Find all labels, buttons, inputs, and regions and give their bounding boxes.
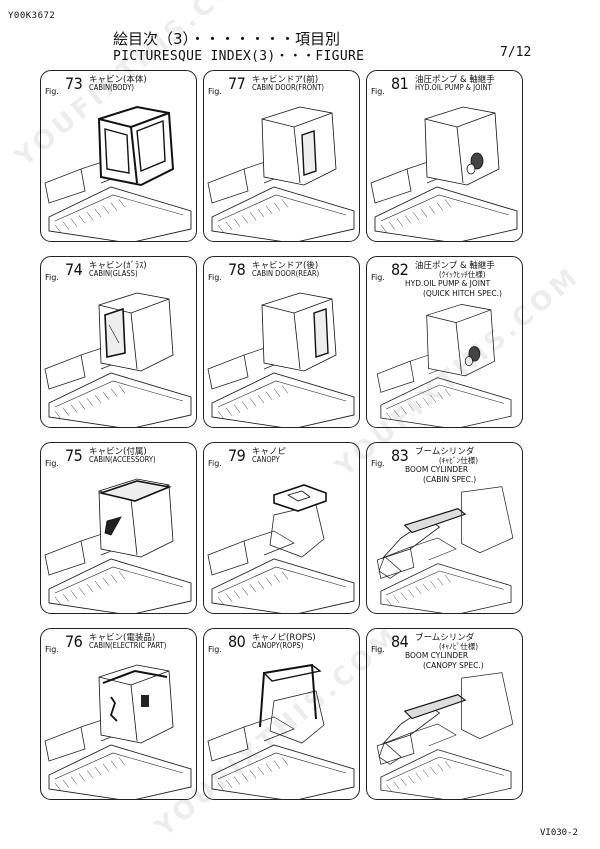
figure-cell: Fig. 83 ブームシリンダ(ｷｬﾋﾞﾝ仕様)BOOM CYLINDER(CABI… xyxy=(366,442,523,614)
figure-title-jp: 油圧ポンプ & 軸継手 xyxy=(415,261,495,271)
figure-prefix: Fig. xyxy=(371,645,385,654)
figure-subtitle: HYD.OIL PUMP & JOINT xyxy=(405,279,491,288)
figure-title-en: CANOPY xyxy=(252,455,280,464)
figure-prefix: Fig. xyxy=(208,273,222,282)
figure-title-en: HYD.OIL PUMP & JOINT xyxy=(415,83,492,92)
part-illustration xyxy=(44,478,192,613)
figure-subtitle: (CANOPY SPEC.) xyxy=(423,661,484,670)
figure-number: 76 xyxy=(65,632,83,651)
figure-title-jp: ブームシリンダ xyxy=(415,447,475,457)
figure-number: 73 xyxy=(65,74,83,93)
figure-cell: Fig. 76 キャビン(電装品)CABIN(ELECTRIC PART) xyxy=(40,628,197,800)
figure-number: 74 xyxy=(65,260,83,279)
figure-title-jp: ブームシリンダ xyxy=(415,633,475,643)
figure-title-en: (ｸｲｯｸﾋｯﾁ仕様) xyxy=(439,270,486,279)
part-illustration xyxy=(44,664,192,799)
figure-cell: Fig. 77 キャビンドア(前)CABIN DOOR(FRONT) xyxy=(203,70,360,242)
figure-cell: Fig. 80 キャノピ(ROPS)CANOPY(ROPS) xyxy=(203,628,360,800)
document-code: Y00K3672 xyxy=(8,11,56,21)
figure-title-jp: キャノピ xyxy=(252,447,287,457)
figure-cell: Fig. 73 キャビン(本体)CABIN(BODY) xyxy=(40,70,197,242)
figure-subtitle: BOOM CYLINDER xyxy=(405,465,469,474)
figure-number: 80 xyxy=(228,632,246,651)
figure-prefix: Fig. xyxy=(208,645,222,654)
figure-subtitle: BOOM CYLINDER xyxy=(405,651,469,660)
figure-number: 77 xyxy=(228,74,246,93)
figure-title-en: CABIN(ACCESSORY) xyxy=(89,455,156,464)
figure-title-en: CABIN(BODY) xyxy=(89,83,134,92)
part-illustration xyxy=(44,105,192,241)
figure-title-en: CABIN(GLASS) xyxy=(89,269,138,278)
figure-subtitle: (CABIN SPEC.) xyxy=(423,475,477,484)
part-illustration xyxy=(376,303,512,427)
figure-prefix: Fig. xyxy=(208,87,222,96)
figure-cell: Fig. 74 キャビン(ｶﾞﾗｽ)CABIN(GLASS) xyxy=(40,256,197,428)
figure-title-jp: キャビン(付属) xyxy=(89,447,147,457)
figure-title-jp: キャビン(本体) xyxy=(89,75,147,85)
figure-title-jp: キャビンドア(後) xyxy=(252,261,319,271)
figure-title-en: (ｷｬﾋﾞﾝ仕様) xyxy=(439,456,479,465)
figure-title-jp: キャノピ(ROPS) xyxy=(252,633,316,643)
part-illustration xyxy=(207,106,355,241)
figure-prefix: Fig. xyxy=(45,87,59,96)
figure-cell: Fig. 82 油圧ポンプ & 軸継手(ｸｲｯｸﾋｯﾁ仕様)HYD.OIL PUMP… xyxy=(366,256,523,428)
figure-title-en: CABIN DOOR(REAR) xyxy=(252,269,320,278)
figure-title-en: CABIN(ELECTRIC PART) xyxy=(89,641,167,650)
figure-prefix: Fig. xyxy=(45,459,59,468)
page-title-jp: 絵目次（3）・・・・・・・項目別 xyxy=(113,30,341,48)
part-illustration xyxy=(44,292,192,427)
figure-number: 79 xyxy=(228,446,246,465)
figure-title-jp: キャビン(電装品) xyxy=(89,633,156,643)
figure-number: 78 xyxy=(228,260,246,279)
figure-cell: Fig. 75 キャビン(付属)CABIN(ACCESSORY) xyxy=(40,442,197,614)
figure-number: 81 xyxy=(391,74,409,93)
part-illustration xyxy=(207,663,355,799)
figure-cell: Fig. 84 ブームシリンダ(ｷｬﾉﾋﾟ仕様)BOOM CYLINDER(CANO… xyxy=(366,628,523,800)
page-number: 7/12 xyxy=(500,45,532,60)
figure-prefix: Fig. xyxy=(45,645,59,654)
part-illustration xyxy=(376,486,514,613)
part-illustration xyxy=(376,672,514,799)
figure-number: 82 xyxy=(391,260,409,279)
figure-prefix: Fig. xyxy=(371,87,385,96)
footer-code: VI030-2 xyxy=(540,828,578,838)
figure-title-jp: キャビン(ｶﾞﾗｽ) xyxy=(89,261,147,271)
figure-subtitle: (QUICK HITCH SPEC.) xyxy=(423,289,502,298)
figure-prefix: Fig. xyxy=(208,459,222,468)
figure-number: 83 xyxy=(391,446,409,465)
figure-cell: Fig. 78 キャビンドア(後)CABIN DOOR(REAR) xyxy=(203,256,360,428)
figure-title-jp: 油圧ポンプ & 軸継手 xyxy=(415,75,495,85)
figure-title-jp: キャビンドア(前) xyxy=(252,75,319,85)
figure-prefix: Fig. xyxy=(371,459,385,468)
figure-number: 75 xyxy=(65,446,83,465)
part-illustration xyxy=(207,292,355,427)
part-illustration xyxy=(370,106,518,241)
page-title-en: PICTURESQUE INDEX(3)・・・FIGURE xyxy=(113,49,365,64)
figure-number: 84 xyxy=(391,632,409,651)
figure-title-en: CANOPY(ROPS) xyxy=(252,641,304,650)
figure-prefix: Fig. xyxy=(45,273,59,282)
part-illustration xyxy=(207,484,355,613)
figure-title-en: (ｷｬﾉﾋﾟ仕様) xyxy=(439,642,479,651)
figure-prefix: Fig. xyxy=(371,273,385,282)
figure-title-en: CABIN DOOR(FRONT) xyxy=(252,83,324,92)
